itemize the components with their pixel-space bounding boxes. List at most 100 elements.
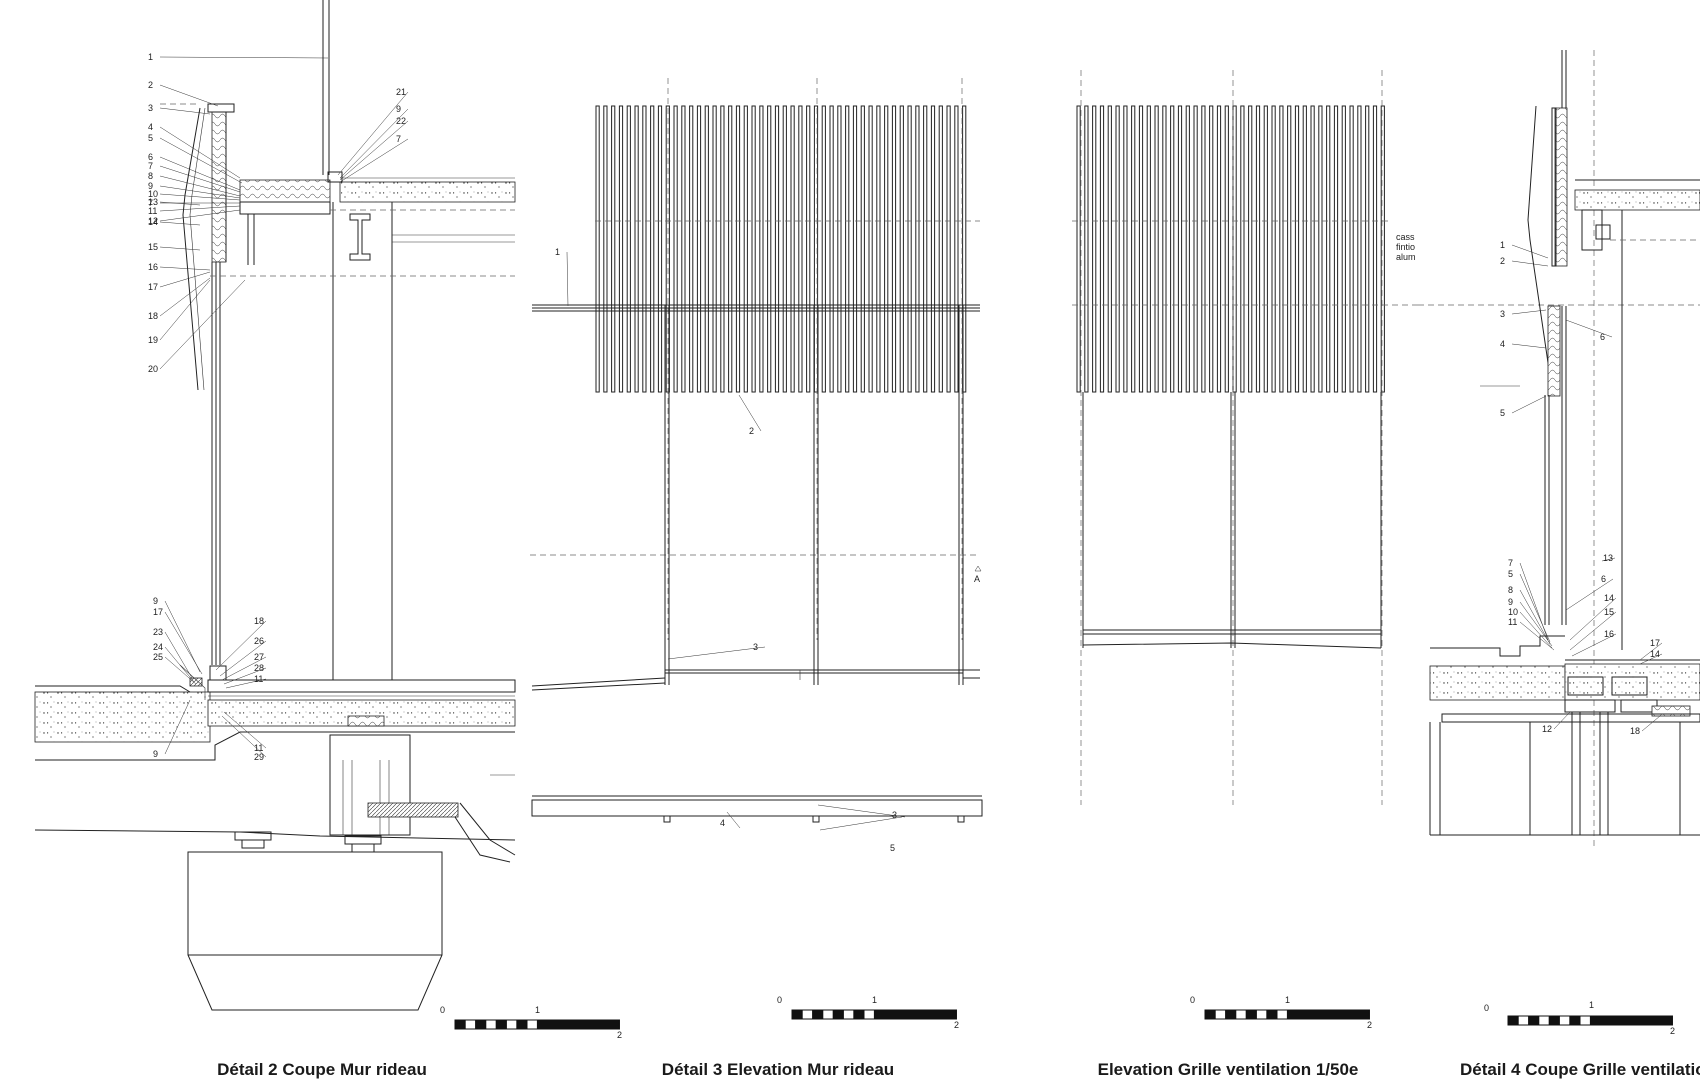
- grille-slat: [837, 105, 842, 393]
- callout-number: 2: [148, 80, 153, 90]
- grille-slat: [642, 105, 647, 393]
- grille-slat: [743, 105, 748, 393]
- grille-slat: [1162, 105, 1167, 393]
- caption-detail-3: Détail 3 Elevation Mur rideau: [662, 1060, 894, 1079]
- grille-slat: [759, 105, 764, 393]
- grille-slat: [1224, 105, 1229, 393]
- grille-slat: [728, 105, 733, 393]
- grille-slat: [782, 105, 787, 393]
- grille-slat: [1084, 105, 1089, 393]
- grille-slat: [1372, 105, 1378, 393]
- panel-detail-2-callouts: 1234567891071112131415161718192021922791…: [148, 52, 409, 762]
- grille-slat: [1287, 105, 1292, 393]
- grille-slat: [938, 105, 943, 393]
- callout-number: 7: [148, 198, 153, 208]
- caption-detail-2: Détail 2 Coupe Mur rideau: [217, 1060, 427, 1079]
- callout-number: 14: [1604, 593, 1614, 603]
- grille-slat: [618, 105, 624, 393]
- callout-number: 11: [254, 743, 263, 753]
- caption-detail-4: Détail 4 Coupe Grille ventilation: [1460, 1060, 1700, 1079]
- grille-slat: [860, 105, 865, 393]
- grille-slat: [611, 105, 616, 393]
- callout-number: 5: [1508, 569, 1513, 579]
- callout-number: 1: [1500, 240, 1505, 250]
- callout-number: 18: [1630, 726, 1640, 736]
- callout-number: 7: [148, 161, 153, 171]
- callout-number: 3: [1500, 309, 1505, 319]
- grille-slat: [946, 105, 951, 393]
- callout-number: 6: [1601, 574, 1606, 584]
- grille-slat: [774, 105, 780, 393]
- grille-slat: [1365, 105, 1370, 393]
- grille-slat: [1263, 105, 1268, 393]
- grille-slat: [1349, 105, 1354, 393]
- callout-number: 4: [720, 818, 725, 828]
- grille-slat: [1107, 105, 1112, 393]
- callout-number: 17: [1650, 638, 1660, 648]
- callout-number: 29: [254, 752, 264, 762]
- scale-tick-2: 2: [1670, 1026, 1675, 1036]
- grille-slat: [1255, 105, 1261, 393]
- callout-number: 13: [148, 197, 158, 207]
- callout-number: 3: [892, 810, 897, 820]
- grille-slat: [1131, 105, 1136, 393]
- grille-slat: [868, 105, 873, 393]
- grille-slat: [876, 105, 881, 393]
- grille-slat: [603, 105, 608, 393]
- scale-tick-2: 2: [1367, 1020, 1372, 1030]
- callout-number: 23: [153, 627, 163, 637]
- scale-tick-2: 2: [954, 1020, 959, 1030]
- grille-slat: [657, 105, 663, 393]
- grille-slat: [689, 105, 694, 393]
- callout-number: 16: [1604, 629, 1614, 639]
- grille-slat: [930, 105, 936, 393]
- grille-slat: [852, 105, 858, 393]
- callout-number: 7: [396, 134, 401, 144]
- callout-number: 14: [1650, 649, 1660, 659]
- grille-slat: [915, 105, 920, 393]
- callout-number: 7: [1508, 558, 1513, 568]
- panel-elevation-grille: cass fintio alum: [1072, 70, 1420, 805]
- grille-slat: [595, 105, 600, 393]
- grille-slat: [1302, 105, 1307, 393]
- callout-number: 14: [148, 217, 158, 227]
- grille-slat: [884, 105, 889, 393]
- callout-number: 18: [254, 616, 264, 626]
- grille-slat: [1271, 105, 1276, 393]
- scale-bar-detail-3: 0 1 2: [777, 995, 959, 1030]
- callout-number: 6: [1600, 332, 1605, 342]
- scale-bar-elevation: 0 1 2: [1190, 995, 1372, 1030]
- grille-slat: [1380, 105, 1385, 393]
- grille-slat: [845, 105, 850, 393]
- callout-number: 16: [148, 262, 158, 272]
- callout-number: 15: [148, 242, 158, 252]
- grille-slat: [720, 105, 725, 393]
- callout-number: 1: [555, 247, 560, 257]
- panel-detail-4: [1418, 50, 1700, 850]
- grille-slat: [1357, 105, 1362, 393]
- grille-slat: [798, 105, 803, 393]
- callout-number: 19: [148, 335, 158, 345]
- callout-number: 5: [148, 133, 153, 143]
- grille-slat: [899, 105, 904, 393]
- scale-tick-0: 0: [440, 1005, 445, 1015]
- grille-slat: [1294, 105, 1300, 393]
- callout-number: 9: [153, 596, 158, 606]
- grille-slat: [907, 105, 912, 393]
- callout-number: 13: [1603, 553, 1613, 563]
- callout-number: 22: [396, 116, 406, 126]
- grille-slat: [704, 105, 709, 393]
- callout-number: 17: [148, 282, 158, 292]
- grille-slat: [1209, 105, 1214, 393]
- callout-number: 2: [1500, 256, 1505, 266]
- grille-slat: [1310, 105, 1315, 393]
- caption-elevation-grille: Elevation Grille ventilation 1/50e: [1098, 1060, 1359, 1079]
- callout-number: 28: [254, 663, 264, 673]
- grille-slat: [696, 105, 702, 393]
- grille-slat: [954, 105, 959, 393]
- note-line-1: cass: [1396, 232, 1415, 242]
- callout-number: 10: [1508, 607, 1518, 617]
- panel-detail-2: [34, 0, 516, 1011]
- grille-slat: [681, 105, 686, 393]
